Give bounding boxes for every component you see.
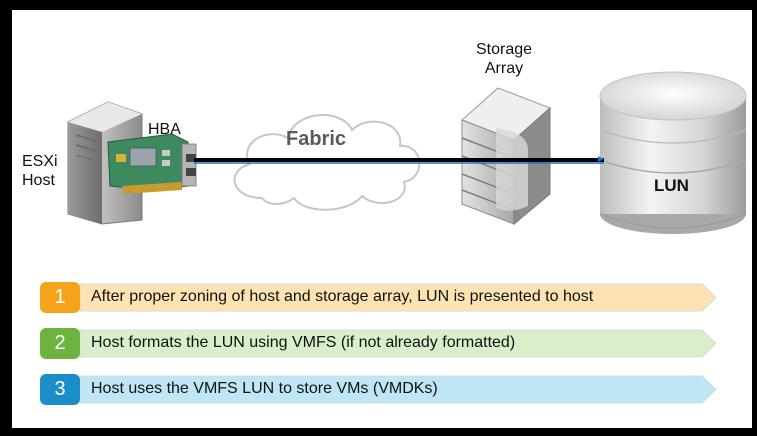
step-1-text: After proper zoning of host and storage … <box>91 288 594 305</box>
topology-illustration <box>67 71 747 234</box>
lun-label: LUN <box>654 176 689 195</box>
fabric-label: Fabric <box>286 128 347 150</box>
esxi-host-label: ESXi Host <box>22 153 58 189</box>
step-3-text: Host uses the VMFS LUN to store VMs (VMD… <box>91 380 438 397</box>
hba-card-icon <box>107 133 197 194</box>
hba-label: HBA <box>148 121 181 138</box>
fc-connection-line <box>194 156 604 164</box>
step-3-number: 3 <box>54 378 66 400</box>
storage-array-label: Storage Array <box>475 41 533 77</box>
lun-disk-icon <box>599 71 747 234</box>
step-2-number: 2 <box>54 332 66 354</box>
diagram-canvas: ESXi Host HBA Fabric Storage Array LUN 1… <box>12 10 752 428</box>
step-1: 1 After proper zoning of host and storag… <box>40 282 716 313</box>
storage-array-icon <box>461 87 551 226</box>
step-2-text: Host formats the LUN using VMFS (if not … <box>91 334 516 351</box>
step-1-number: 1 <box>54 286 66 308</box>
step-2: 2 Host formats the LUN using VMFS (if no… <box>40 328 716 359</box>
step-3: 3 Host uses the VMFS LUN to store VMs (V… <box>40 374 716 405</box>
esxi-host-server-icon <box>67 101 143 225</box>
